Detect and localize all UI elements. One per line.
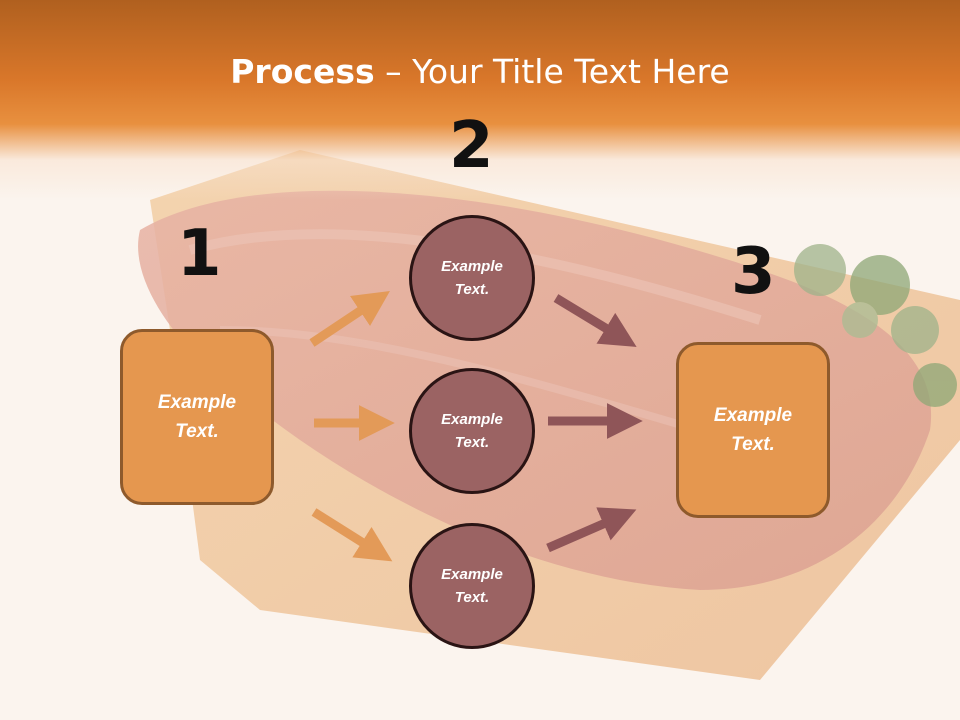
step-1-box: Example Text. xyxy=(120,329,274,505)
parsley-garnish xyxy=(794,244,957,407)
header-band xyxy=(0,0,960,200)
step-number-3: 3 xyxy=(731,235,776,309)
title-bold: Process xyxy=(230,52,375,91)
step-3-box: Example Text. xyxy=(676,342,830,518)
arrow-left-to-bottom xyxy=(311,508,393,562)
step-1-box-text: Example Text. xyxy=(157,392,237,442)
step-number-2: 2 xyxy=(449,109,494,183)
step-2-circle-bottom: Example Text. xyxy=(409,523,535,649)
circle-bottom-text: Example Text. xyxy=(441,566,503,606)
circle-top-text: Example Text. xyxy=(441,258,503,298)
slide-title: Process – Your Title Text Here xyxy=(0,52,960,91)
circle-middle-text: Example Text. xyxy=(441,411,503,451)
step-number-1: 1 xyxy=(177,217,222,291)
arrow-bottom-to-right xyxy=(546,507,637,553)
step-3-box-text: Example Text. xyxy=(713,405,793,455)
step-2-circle-top: Example Text. xyxy=(409,215,535,341)
arrow-left-to-top xyxy=(309,291,390,347)
step-2-circle-middle: Example Text. xyxy=(409,368,535,494)
arrow-top-to-right xyxy=(553,294,637,347)
title-rest: – Your Title Text Here xyxy=(374,52,730,91)
